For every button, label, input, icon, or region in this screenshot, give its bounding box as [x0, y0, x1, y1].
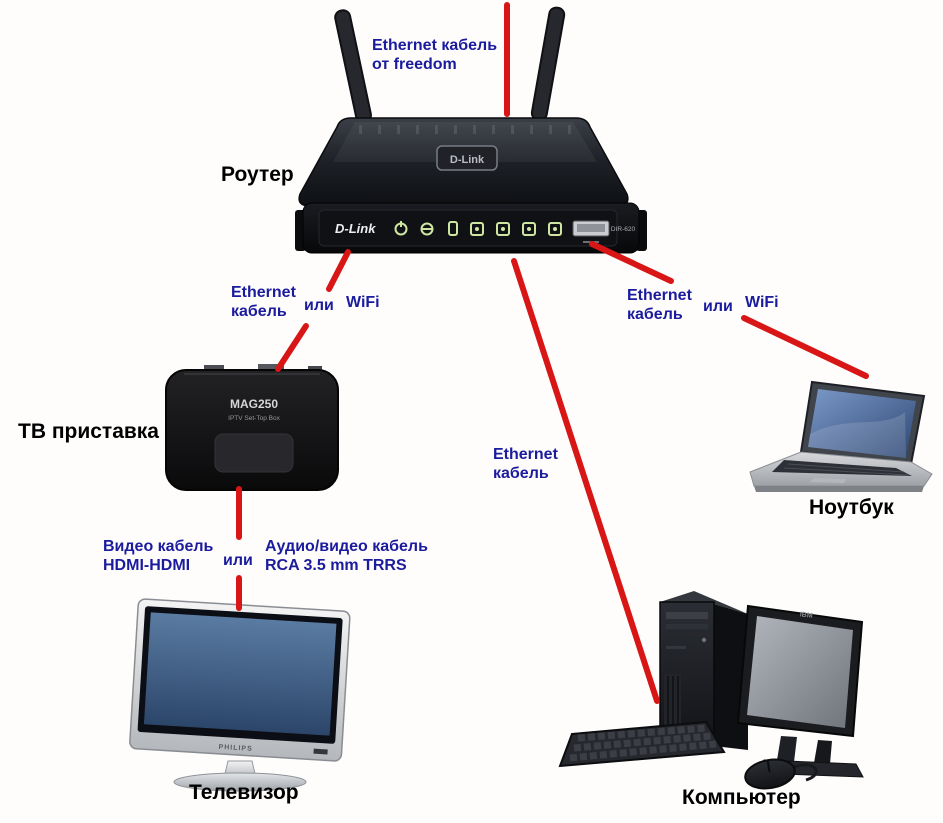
- router-settop-cable-label: Ethernet кабель: [231, 283, 296, 321]
- router-laptop-cable-label: Ethernet кабель: [627, 286, 692, 324]
- laptop-label: Ноутбук: [809, 496, 894, 519]
- computer-keyboard: [558, 720, 726, 768]
- settop-tv-cable-label: Видео кабель HDMI-HDMI: [103, 537, 213, 575]
- router-settop-or-word: или: [304, 297, 334, 314]
- router-laptop-wifi-label: WiFi: [745, 294, 779, 311]
- settop-tv-cable-line2: HDMI-HDMI: [103, 557, 191, 574]
- tv-stand: [173, 760, 307, 792]
- router-settop-cable-line2: кабель: [231, 303, 287, 320]
- laptop-image: [749, 380, 933, 492]
- router-label: Роутер: [221, 163, 294, 186]
- router-front-brand-text: D-Link: [335, 221, 376, 236]
- router-settop-wifi-label: WiFi: [346, 294, 380, 311]
- router-antenna-left: [334, 9, 372, 124]
- laptop-lid: [799, 380, 926, 466]
- router-laptop-cable-line2: кабель: [627, 306, 683, 323]
- router-computer-cable-line2: кабель: [493, 465, 549, 482]
- router-laptop-or-word: или: [703, 298, 733, 315]
- computer-tower: [659, 591, 748, 750]
- computer-monitor-screen: [747, 616, 853, 728]
- router-laptop-cable-line1: Ethernet: [627, 287, 692, 304]
- settop-tv-alt-line2: RCA 3.5 mm TRRS: [265, 557, 407, 574]
- settop-tv-cable-line1: Видео кабель: [103, 538, 214, 555]
- router-settop-cable-line1: Ethernet: [231, 284, 296, 301]
- settop-display-window: [214, 433, 294, 473]
- wan-cable-label-line2: от freedom: [372, 56, 457, 73]
- wan-cable-label: Ethernet кабель от freedom: [372, 36, 497, 74]
- router-status-leds: [394, 221, 562, 236]
- router-model-text: DIR-620: [611, 226, 636, 233]
- router-computer-cable-line1: Ethernet: [493, 446, 558, 463]
- settop-brand-text: MAG250: [230, 397, 278, 411]
- wan-cable-label-line1: Ethernet кабель: [372, 37, 498, 54]
- computer-label: Компьютер: [682, 786, 801, 809]
- settop-brand-sub-text: IPTV Set-Top Box: [228, 415, 280, 422]
- laptop-base: [749, 451, 933, 492]
- router-body: D-Link D-Link DIR-620: [295, 117, 647, 254]
- settop-label: ТВ приставка: [18, 420, 159, 443]
- router-computer-cable-label: Ethernet кабель: [493, 445, 558, 483]
- router-top-brand-text: D-Link: [450, 154, 485, 166]
- router-top-badge: D-Link: [436, 145, 498, 171]
- laptop-screen: [808, 389, 916, 458]
- router-image: D-Link D-Link DIR-620: [295, 6, 647, 254]
- settop-tv-alt-cable-label: Аудио/видео кабель RCA 3.5 mm TRRS: [265, 537, 428, 575]
- tv-image: PHILIPS: [129, 598, 351, 792]
- monitor-brand-text: IBM: [799, 611, 813, 620]
- computer-mouse: [744, 758, 818, 790]
- tv-panel: PHILIPS: [129, 598, 351, 762]
- tv-brand-text: PHILIPS: [218, 744, 253, 753]
- settop-box-body: MAG250 IPTV Set-Top Box: [165, 364, 339, 491]
- router-vent-slots: [359, 125, 571, 134]
- settop-box-image: MAG250 IPTV Set-Top Box: [165, 364, 339, 491]
- cable-router-laptop-line-2: [741, 315, 869, 379]
- computer-image: IBM: [558, 591, 864, 790]
- tv-screen: [143, 612, 337, 736]
- settop-tv-alt-line1: Аудио/видео кабель: [265, 538, 428, 555]
- settop-tv-or-word: или: [223, 552, 253, 569]
- tv-label: Телевизор: [189, 781, 299, 804]
- laptop-touchpad: [810, 478, 846, 483]
- router-antenna-right: [530, 6, 566, 122]
- computer-monitor: IBM: [736, 604, 864, 778]
